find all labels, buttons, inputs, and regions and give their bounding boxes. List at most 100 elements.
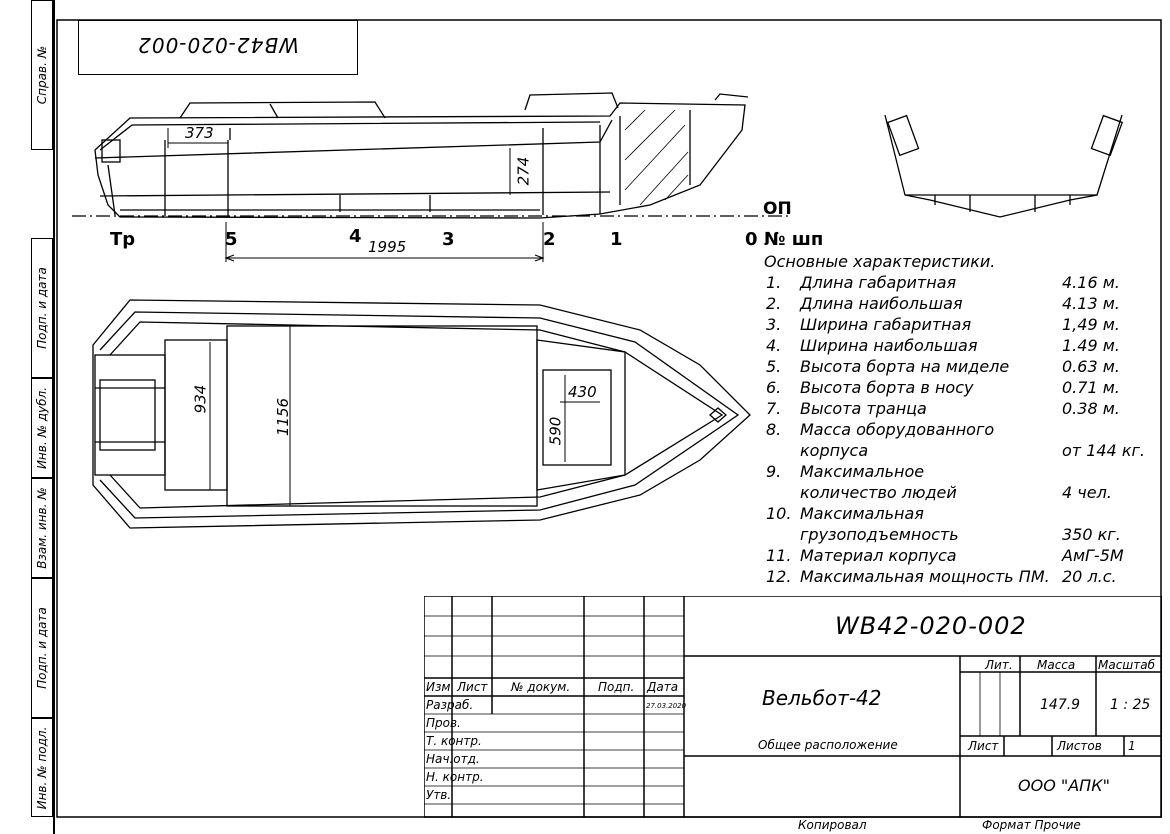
dim-373-line [167, 128, 228, 148]
spec-name: количество людей [800, 483, 957, 502]
spec-name: Высота борта на миделе [800, 357, 1010, 376]
scale-label: Масштаб [1098, 658, 1156, 672]
spec-value: 0.63 м. [1062, 357, 1120, 376]
spec-row: 12. Максимальная мощность ПМ. 20 л.с. [762, 567, 1162, 588]
margin-box-signature-1: Подп. и дата [31, 238, 53, 378]
spec-row: 6. Высота борта в носу 0.71 м. [762, 378, 1162, 399]
spec-name: Максимальное [800, 462, 925, 481]
dim-1156-label: 1156 [274, 397, 293, 437]
spec-number: 4. [766, 336, 782, 355]
spec-name: Максимальная мощность ПМ. [800, 567, 1050, 586]
station-transom: Тр [110, 229, 136, 250]
spec-value: 1.49 м. [1062, 336, 1120, 355]
station-5: 5 [225, 229, 238, 250]
spec-number: 6. [766, 378, 782, 397]
spec-number: 2. [766, 294, 782, 313]
spec-number: 8. [766, 420, 782, 439]
spec-row: количество людей 4 чел. [762, 483, 1162, 504]
spec-value: 20 л.с. [1062, 567, 1117, 586]
spec-value: 4 чел. [1062, 483, 1112, 502]
margin-box-signature-2: Подп. и дата [31, 578, 53, 718]
spec-number: 1. [766, 273, 782, 292]
role-developer: Разраб. [426, 698, 474, 712]
doc-number: WB42-020-002 [835, 612, 1027, 640]
specs-list: 1. Длина габаритная 4.16 м. 2.Длина наиболь… [762, 273, 1162, 588]
spec-value: 1,49 м. [1062, 315, 1120, 334]
dim-590-label: 590 [546, 416, 565, 446]
station-3: 3 [442, 229, 455, 250]
dim-430-label: 430 [568, 383, 597, 401]
margin-label-replace: Взам. инв. № [35, 487, 49, 569]
margin-box-reference: Справ. № [31, 0, 53, 150]
dim-274-label: 274 [514, 156, 533, 186]
margin-label-reference: Справ. № [35, 45, 49, 105]
sheets-label: Листов [1057, 739, 1102, 753]
spec-row: 10. Максимальная [762, 504, 1162, 525]
scale-value: 1 : 25 [1110, 697, 1151, 713]
spec-name: Ширина наибольшая [800, 336, 978, 355]
spec-value: от 144 кг. [1062, 441, 1145, 460]
boat-side-view [94, 92, 749, 219]
spec-name: Длина габаритная [800, 273, 957, 292]
spec-row: корпуса от 144 кг. [762, 441, 1162, 462]
format-label: Формат Прочие [982, 818, 1081, 832]
sheets-value: 1 [1128, 739, 1136, 753]
boat-plan-view [92, 299, 751, 529]
stamp-drawing-number: WB42-020-002 [137, 33, 299, 57]
organization: ООО "АПК" [1018, 776, 1110, 795]
spec-value: 0.71 м. [1062, 378, 1120, 397]
plan-dimension-lines [209, 326, 600, 506]
role-checker: Пров. [426, 716, 461, 730]
spec-row: 1. Длина габаритная 4.16 м. [762, 273, 1162, 294]
specs-title: Основные характеристики. [764, 252, 996, 271]
dim-934-label: 934 [191, 384, 210, 414]
margin-box-original: Инв. № подл. [31, 718, 53, 817]
copied-label: Копировал [798, 818, 867, 832]
lit-label: Лит. [985, 658, 1013, 672]
approval-date: 27.03.2020 [646, 702, 687, 710]
frame-number-label: 0 № шп [745, 229, 824, 250]
margin-box-duplicate: Инв. № дубл. [31, 378, 53, 478]
spec-number: 10. [766, 504, 792, 523]
station-4: 4 [349, 226, 362, 247]
dim-373-label: 373 [185, 124, 214, 142]
spec-row: 4. Ширина наибольшая 1.49 м. [762, 336, 1162, 357]
spec-name: Масса оборудованного [800, 420, 995, 439]
spec-name: корпуса [800, 441, 869, 460]
spec-number: 12. [766, 567, 792, 586]
spec-name: Высота транца [800, 399, 927, 418]
drawing-number-stamp: WB42-020-002 [78, 20, 358, 75]
sheet-label: Лист [968, 739, 999, 753]
margin-box-replace: Взам. инв. № [31, 478, 53, 578]
title-block-grid [424, 596, 1162, 818]
spec-row: 7. Высота транца 0.38 м. [762, 399, 1162, 420]
mass-label: Масса [1037, 658, 1076, 672]
spec-number: 11. [766, 546, 792, 565]
boat-front-view [884, 114, 1124, 218]
spec-number: 9. [766, 462, 782, 481]
role-norm-control: Н. контр. [426, 770, 484, 784]
drawing-description: Общее расположение [758, 738, 898, 752]
station-2: 2 [543, 229, 556, 250]
col-header-doc: № докум. [511, 680, 571, 694]
spec-value: 4.16 м. [1062, 273, 1120, 292]
specifications: Основные характеристики. 1. Длина габарит… [762, 252, 1162, 588]
spec-number: 7. [766, 399, 782, 418]
spec-value: 0.38 м. [1062, 399, 1120, 418]
col-header-sheet: Лист [457, 680, 488, 694]
dim-1995-label: 1995 [368, 238, 407, 256]
spec-name: Высота борта в носу [800, 378, 974, 397]
spec-name: Максимальная [800, 504, 924, 523]
spec-name: Материал корпуса [800, 546, 957, 565]
bow-hatching [624, 109, 689, 206]
role-tech-control: Т. контр. [426, 734, 482, 748]
margin-label-duplicate: Инв. № дубл. [35, 386, 49, 470]
spec-row: 9. Максимальное [762, 462, 1162, 483]
mass-value: 147.9 [1040, 697, 1081, 713]
spec-name: Ширина габаритная [800, 315, 972, 334]
margin-label-signature-1: Подп. и дата [35, 267, 49, 349]
